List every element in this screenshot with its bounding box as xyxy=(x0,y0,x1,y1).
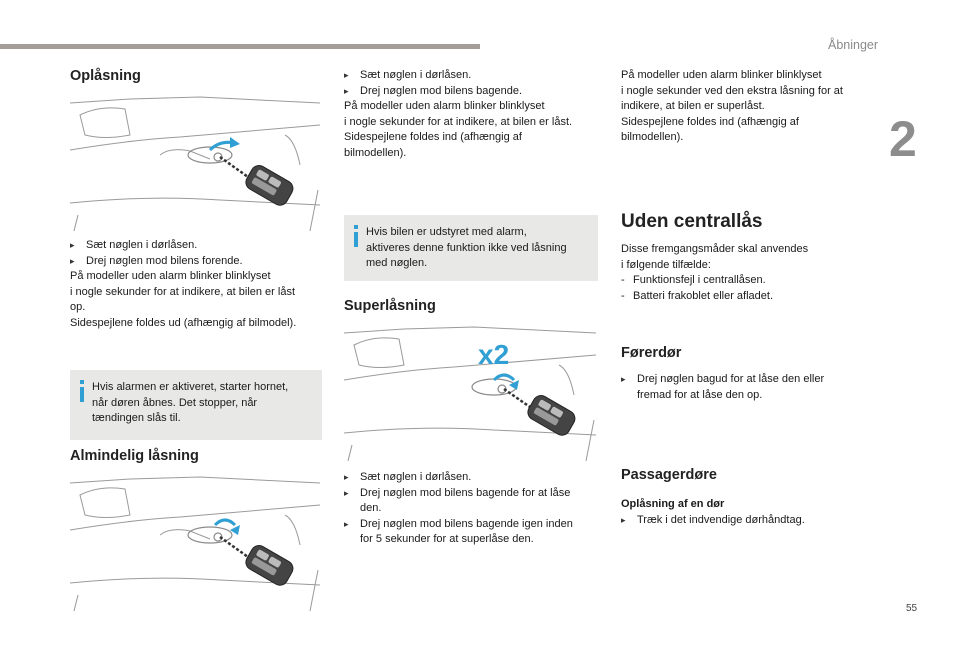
list-item: -Batteri frakoblet eller afladet. xyxy=(621,289,774,302)
triangle-bullet-icon: ▸ xyxy=(344,472,349,482)
list-item: ▸Drej nøglen mod bilens bagende igen ind… xyxy=(344,517,604,548)
list-item: ▸Drej nøglen mod bilens forende. xyxy=(70,254,330,270)
deadlock-text: ▸Sæt nøglen i dørlåsen. ▸Drej nøglen mod… xyxy=(344,470,604,548)
subheading-unlock-door: Oplåsning af en dør xyxy=(621,498,725,510)
triangle-bullet-icon: ▸ xyxy=(70,240,75,250)
info-icon xyxy=(80,380,84,402)
list-item: ▸Sæt nøglen i dørlåsen. xyxy=(70,238,330,254)
info-icon xyxy=(354,225,358,247)
rotate-arrow-icon xyxy=(492,373,516,382)
deadlock-alarm-text: På modeller uden alarm blinker blinklyse… xyxy=(621,69,843,143)
passenger-doors-text: Oplåsning af en dør ▸Træk i det indvendi… xyxy=(621,497,881,528)
triangle-bullet-icon: ▸ xyxy=(344,518,349,529)
triangle-bullet-icon: ▸ xyxy=(344,487,349,498)
top-bar xyxy=(0,44,480,49)
driver-door-text: ▸Drej nøglen bagud for at låse den eller… xyxy=(621,372,881,403)
triangle-bullet-icon: ▸ xyxy=(344,85,349,96)
triangle-bullet-icon: ▸ xyxy=(621,514,626,525)
illustration-unlock xyxy=(70,95,322,233)
triangle-bullet-icon: ▸ xyxy=(344,70,349,80)
illustration-deadlock: x2 xyxy=(344,325,598,463)
heading-passenger-doors: Passagerdøre xyxy=(621,467,717,483)
locking-text: ▸Sæt nøglen i dørlåsen. ▸Drej nøglen mod… xyxy=(344,68,604,161)
list-item: -Funktionsfejl i centrallåsen. xyxy=(621,274,766,286)
chapter-title: Åbninger xyxy=(828,38,879,52)
list-item: ▸Drej nøglen mod bilens bagende for at l… xyxy=(344,486,604,517)
heading-no-central-locking: Uden centrallås xyxy=(621,211,763,232)
car-key-icon xyxy=(219,155,294,206)
list-item: ▸Sæt nøglen i dørlåsen. xyxy=(344,68,604,84)
car-key-icon xyxy=(503,387,576,436)
triangle-bullet-icon: ▸ xyxy=(621,374,626,384)
heading-locking: Almindelig låsning xyxy=(70,448,199,464)
list-item: ▸Træk i det indvendige dørhåndtag. xyxy=(621,513,881,529)
info-box-alarm: Hvis alarmen er aktiveret, starter horne… xyxy=(70,370,322,440)
heading-deadlocking: Superlåsning xyxy=(344,298,436,314)
car-key-icon xyxy=(219,535,294,586)
unlock-text: ▸Sæt nøglen i dørlåsen. ▸Drej nøglen mod… xyxy=(70,238,330,331)
illustration-lock xyxy=(70,475,322,613)
info-box-alarm-lock: Hvis bilen er udstyret med alarm, aktive… xyxy=(344,215,598,281)
chapter-number: 2 xyxy=(889,111,917,167)
heading-driver-door: Førerdør xyxy=(621,345,682,361)
triangle-bullet-icon: ▸ xyxy=(70,255,75,266)
x2-label: x2 xyxy=(478,339,510,370)
list-item: ▸Sæt nøglen i dørlåsen. xyxy=(344,470,604,486)
list-item: ▸Drej nøglen mod bilens bagende. xyxy=(344,84,604,100)
rotate-arrow-icon xyxy=(213,518,237,527)
no-central-locking-text: Disse fremgangsmåder skal anvendes i føl… xyxy=(621,242,881,304)
page-number: 55 xyxy=(906,603,918,614)
list-item: ▸Drej nøglen bagud for at låse den eller… xyxy=(621,372,881,403)
heading-unlocking: Oplåsning xyxy=(70,68,141,84)
